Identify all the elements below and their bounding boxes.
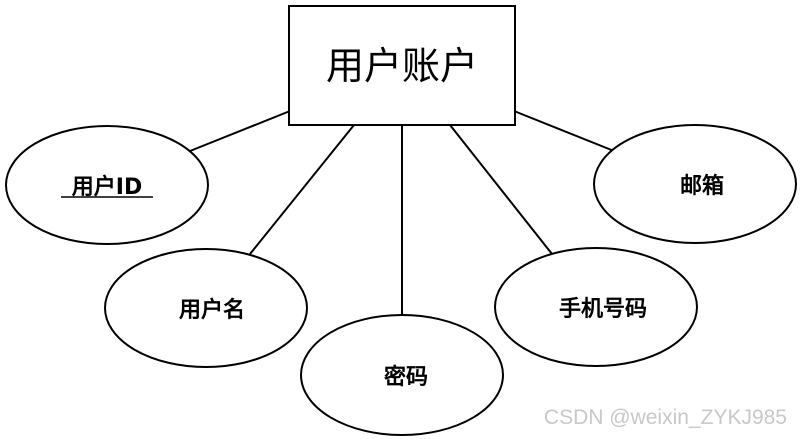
attr-user-id	[5, 125, 209, 245]
attr-user-id-label: 用户ID	[72, 174, 142, 200]
link-phone	[449, 124, 553, 255]
entity-name: 用户账户	[326, 44, 478, 88]
attr-username	[104, 248, 308, 368]
link-email	[513, 110, 615, 152]
watermark: CSDN @weixin_ZYKJ985	[544, 406, 787, 429]
link-username	[249, 124, 355, 255]
attr-password	[300, 314, 504, 436]
link-user-id	[189, 110, 291, 152]
attr-password-label: 密码	[384, 364, 428, 390]
attr-email-label: 邮箱	[680, 173, 724, 199]
attr-username-label: 用户名	[179, 297, 245, 323]
entity-box	[288, 5, 516, 126]
attr-phone	[494, 247, 698, 367]
attr-phone-label: 手机号码	[559, 297, 647, 322]
attr-email	[593, 124, 797, 244]
